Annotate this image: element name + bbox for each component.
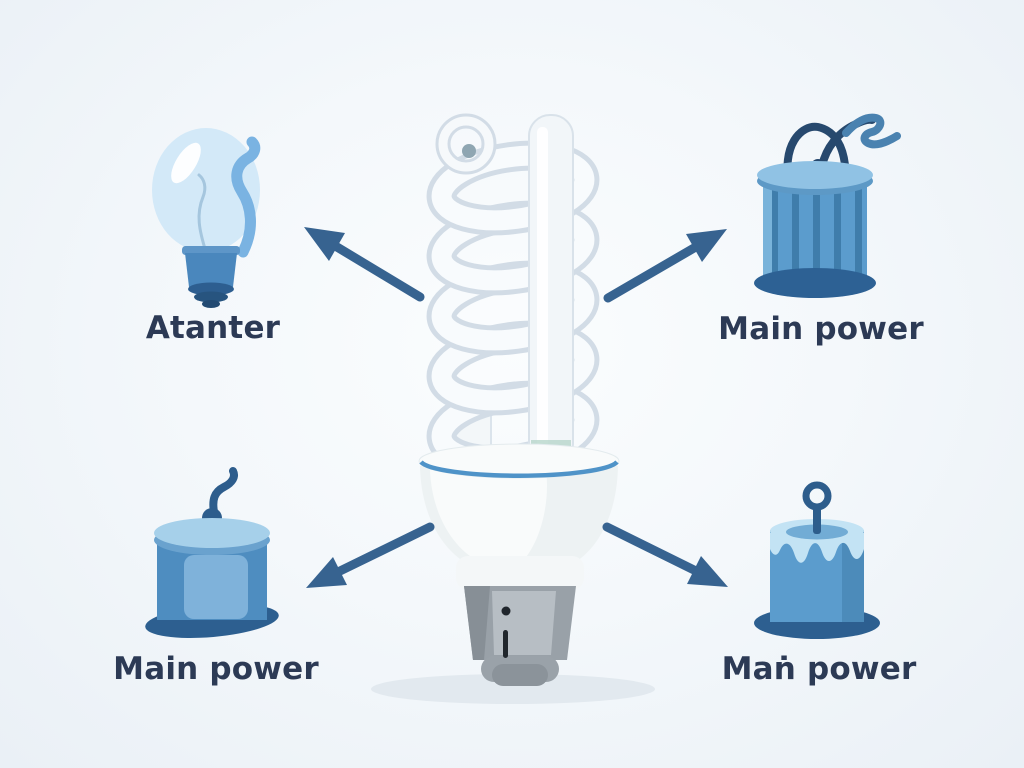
ballast-housing	[418, 443, 620, 590]
callout-label-top-left: Atanter	[145, 310, 281, 346]
arrow-bottom-right-icon	[602, 522, 728, 587]
cfl-spiral-bulb-icon	[418, 113, 620, 686]
tube-top-loop	[435, 113, 497, 175]
callout-label-top-right: Main power	[718, 311, 924, 347]
pin-cell-icon	[754, 481, 880, 639]
capacitor-canister-icon	[145, 467, 279, 638]
incandescent-bulb-icon	[152, 128, 261, 308]
arrow-top-left-icon	[304, 227, 425, 302]
callout-label-bottom-left: Main power	[113, 651, 319, 687]
arrow-top-right-icon	[603, 229, 727, 303]
ground-shadow	[371, 674, 655, 704]
callout-label-bottom-right: Maṅ power	[721, 651, 917, 687]
wired-coil-cell-icon	[754, 113, 901, 298]
screw-base	[464, 586, 576, 686]
arrow-bottom-left-icon	[306, 522, 435, 588]
